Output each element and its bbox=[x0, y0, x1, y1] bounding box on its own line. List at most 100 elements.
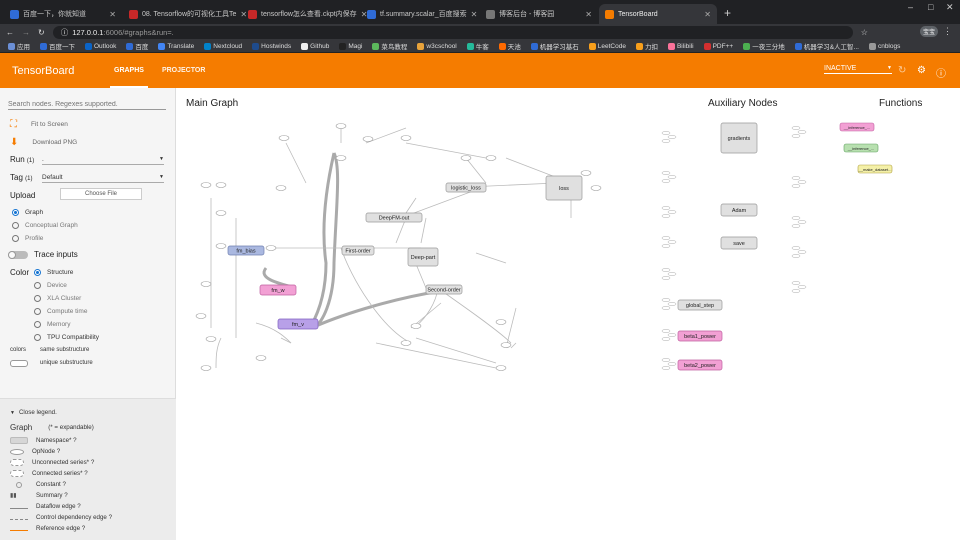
tab-graphs[interactable]: GRAPHS bbox=[110, 53, 148, 88]
maximize-icon[interactable]: □ bbox=[928, 2, 934, 12]
op-node[interactable] bbox=[791, 216, 801, 220]
op-node[interactable] bbox=[661, 366, 671, 370]
aux-node[interactable] bbox=[677, 359, 723, 371]
color-option[interactable]: Memory bbox=[34, 321, 70, 328]
op-node[interactable] bbox=[791, 224, 801, 228]
bookmark-item[interactable]: 百度 bbox=[126, 41, 148, 51]
close-tab-icon[interactable]: ✕ bbox=[240, 9, 248, 19]
fit-to-screen-button[interactable]: ⛶ Fit to Screen bbox=[10, 119, 68, 130]
op-node[interactable] bbox=[667, 362, 677, 366]
refresh-icon[interactable]: ↻ bbox=[898, 65, 907, 76]
op-node[interactable] bbox=[661, 329, 671, 333]
browser-tab[interactable]: TensorBoard✕ bbox=[599, 4, 717, 24]
close-legend-button[interactable]: ▼ Close legend. bbox=[10, 409, 57, 416]
op-node[interactable] bbox=[791, 289, 801, 293]
bookmark-item[interactable]: 一夜三分地 bbox=[743, 41, 785, 51]
color-option[interactable]: Device bbox=[34, 282, 67, 289]
browser-tab[interactable]: 百度一下，你就知道✕ bbox=[4, 4, 122, 24]
op-node[interactable] bbox=[580, 170, 592, 176]
op-node[interactable] bbox=[791, 281, 801, 285]
op-node[interactable] bbox=[200, 281, 212, 287]
graph-type-option[interactable]: Conceptual Graph bbox=[12, 222, 78, 229]
op-node[interactable] bbox=[667, 333, 677, 337]
function-node[interactable] bbox=[839, 122, 875, 132]
graph-type-option[interactable]: Profile bbox=[12, 235, 43, 242]
bookmark-item[interactable]: Github bbox=[301, 42, 329, 50]
bookmark-item[interactable]: Hostwinds bbox=[252, 42, 291, 50]
close-tab-icon[interactable]: ✕ bbox=[109, 9, 116, 19]
op-node[interactable] bbox=[362, 136, 374, 142]
bookmark-item[interactable]: Bilibili bbox=[667, 42, 694, 50]
graph-node[interactable] bbox=[445, 182, 487, 193]
function-node[interactable] bbox=[843, 143, 879, 153]
profile-avatar[interactable]: 宝宝 bbox=[919, 26, 938, 37]
color-option[interactable]: Structure bbox=[34, 269, 73, 276]
help-icon[interactable]: ⓘ bbox=[936, 69, 946, 80]
star-icon[interactable]: ☆ bbox=[860, 27, 868, 37]
choose-file-button[interactable]: Choose File bbox=[60, 188, 142, 200]
aux-node[interactable] bbox=[677, 330, 723, 342]
aux-node[interactable] bbox=[720, 236, 758, 250]
op-node[interactable] bbox=[667, 272, 677, 276]
bookmark-item[interactable]: 百度一下 bbox=[40, 41, 75, 51]
bookmark-item[interactable]: 天池 bbox=[498, 41, 521, 51]
graph-node[interactable] bbox=[259, 284, 297, 296]
op-node[interactable] bbox=[791, 126, 801, 130]
graph-node[interactable] bbox=[227, 245, 265, 256]
op-node[interactable] bbox=[335, 123, 347, 129]
bookmark-item[interactable]: Translate bbox=[158, 42, 194, 50]
plugin-status-select[interactable]: INACTIVE ▼ bbox=[824, 65, 892, 74]
bookmark-item[interactable]: 菜鸟教程 bbox=[372, 41, 407, 51]
graph-node[interactable] bbox=[277, 318, 319, 330]
graph-node[interactable] bbox=[407, 247, 439, 267]
download-png-button[interactable]: ⬇ Download PNG bbox=[10, 137, 77, 148]
bookmark-item[interactable]: 机器学习基石 bbox=[530, 41, 579, 51]
graph-node[interactable] bbox=[365, 212, 423, 223]
browser-tab[interactable]: 08. Tensorflow的可视化工具Te✕ bbox=[123, 4, 247, 24]
function-node[interactable] bbox=[857, 164, 893, 174]
op-node[interactable] bbox=[400, 135, 412, 141]
op-node[interactable] bbox=[661, 236, 671, 240]
op-node[interactable] bbox=[410, 323, 422, 329]
op-node[interactable] bbox=[791, 254, 801, 258]
op-node[interactable] bbox=[661, 306, 671, 310]
op-node[interactable] bbox=[661, 298, 671, 302]
op-node[interactable] bbox=[797, 250, 807, 254]
op-node[interactable] bbox=[797, 285, 807, 289]
op-node[interactable] bbox=[495, 319, 507, 325]
graph-node[interactable] bbox=[341, 245, 375, 256]
op-node[interactable] bbox=[278, 135, 290, 141]
op-node[interactable] bbox=[215, 182, 227, 188]
close-tab-icon[interactable]: ✕ bbox=[704, 9, 711, 19]
bookmark-item[interactable]: PDF++ bbox=[703, 42, 733, 50]
op-node[interactable] bbox=[205, 336, 217, 342]
op-node[interactable] bbox=[661, 358, 671, 362]
op-node[interactable] bbox=[215, 210, 227, 216]
graph-node[interactable] bbox=[425, 284, 463, 295]
search-nodes-input[interactable] bbox=[8, 100, 166, 110]
op-node[interactable] bbox=[667, 240, 677, 244]
info-icon[interactable]: ⓘ bbox=[60, 27, 69, 37]
op-node[interactable] bbox=[667, 302, 677, 306]
menu-kebab-icon[interactable]: ⋮ bbox=[943, 26, 952, 36]
op-node[interactable] bbox=[661, 179, 671, 183]
forward-icon[interactable]: → bbox=[22, 27, 30, 37]
op-node[interactable] bbox=[661, 171, 671, 175]
close-tab-icon[interactable]: ✕ bbox=[585, 9, 592, 19]
op-node[interactable] bbox=[667, 175, 677, 179]
op-node[interactable] bbox=[791, 184, 801, 188]
op-node[interactable] bbox=[661, 337, 671, 341]
op-node[interactable] bbox=[200, 365, 212, 371]
op-node[interactable] bbox=[255, 355, 267, 361]
op-node[interactable] bbox=[495, 365, 507, 371]
graph-canvas[interactable]: Main Graph Auxiliary Nodes Functions fm_… bbox=[176, 88, 960, 540]
aux-node[interactable] bbox=[677, 299, 723, 311]
tab-projector[interactable]: PROJECTOR bbox=[161, 67, 206, 74]
bookmark-item[interactable]: Nextcloud bbox=[204, 42, 242, 50]
op-node[interactable] bbox=[661, 244, 671, 248]
color-option[interactable]: Compute time bbox=[34, 308, 87, 315]
aux-node[interactable] bbox=[720, 203, 758, 217]
op-node[interactable] bbox=[265, 245, 277, 251]
op-node[interactable] bbox=[667, 135, 677, 139]
close-window-icon[interactable]: ✕ bbox=[946, 2, 954, 12]
